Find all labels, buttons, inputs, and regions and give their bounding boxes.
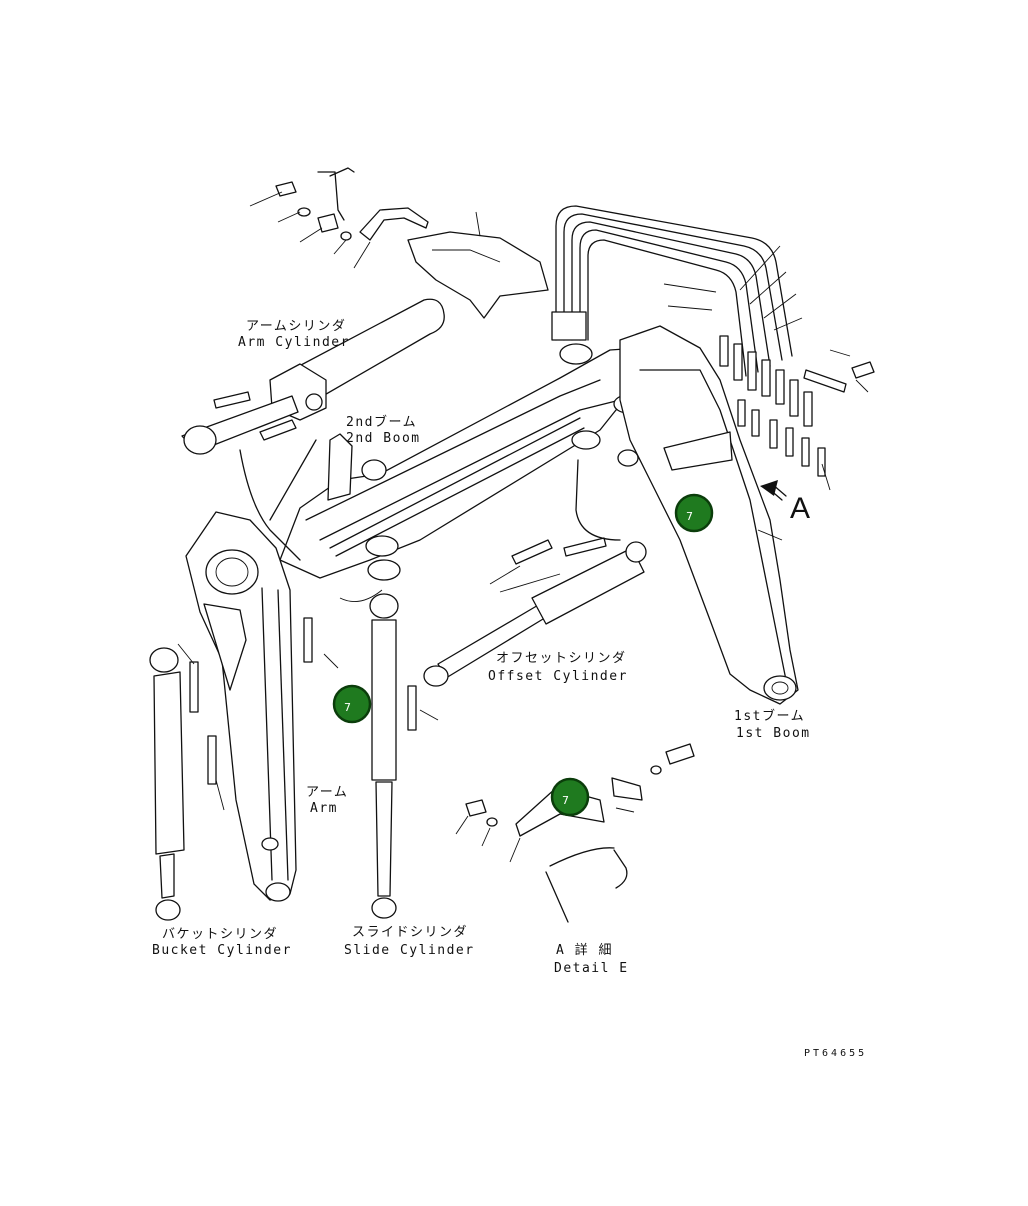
label-arm-cylinder-en: Arm Cylinder [238, 335, 350, 350]
label-arm-en: Arm [310, 801, 338, 816]
label-first-boom-en: 1st Boom [736, 726, 811, 741]
hose-lines-lower [239, 439, 621, 603]
label-detail-jp: A 詳 細 [556, 942, 613, 958]
hose-guard-upper [353, 207, 549, 319]
reference-marker-3-text: 7 [562, 794, 569, 807]
bucket-cylinder [149, 643, 217, 921]
label-second-boom-en: 2nd Boom [346, 431, 421, 446]
fittings-cluster [719, 335, 875, 491]
hose-clamp-top [249, 167, 355, 255]
label-second-boom: 2ndブーム 2nd Boom [346, 414, 421, 446]
arm [185, 511, 297, 902]
label-offset-cylinder-jp: オフセットシリンダ [496, 651, 627, 666]
label-first-boom: 1stブーム 1st Boom [734, 708, 811, 741]
leader-lines [215, 529, 783, 813]
detail-bracket [455, 743, 695, 923]
offset-cylinder [423, 537, 647, 687]
reference-marker-1-text: 7 [686, 510, 693, 523]
reference-marker-3[interactable]: 7 [550, 777, 590, 817]
label-bucket-cylinder-en: Bucket Cylinder [152, 943, 292, 958]
arm-cylinder [181, 298, 445, 455]
label-offset-cylinder-en: Offset Cylinder [488, 669, 628, 684]
label-slide-cylinder-jp: スライドシリンダ [352, 925, 468, 940]
label-slide-cylinder: スライドシリンダ Slide Cylinder [344, 925, 475, 958]
label-first-boom-jp: 1stブーム [734, 708, 805, 724]
reference-marker-2-text: 7 [344, 701, 351, 714]
label-slide-cylinder-en: Slide Cylinder [344, 943, 475, 958]
label-bucket-cylinder-jp: バケットシリンダ [162, 927, 278, 942]
label-arm-cylinder: アームシリンダ Arm Cylinder [238, 319, 350, 350]
reference-marker-1[interactable]: 7 [674, 493, 714, 533]
label-arm: アーム Arm [306, 785, 348, 816]
drawing-code: PT64655 [804, 1048, 867, 1059]
label-arm-jp: アーム [306, 785, 348, 800]
label-arm-cylinder-jp: アームシリンダ [246, 319, 346, 334]
label-detail-en: Detail E [554, 961, 629, 976]
hose-bundle [551, 205, 803, 377]
label-detail: A 詳 細 Detail E [554, 942, 629, 976]
slide-cylinder [303, 593, 417, 919]
reference-marker-2[interactable]: 7 [332, 684, 372, 724]
label-bucket-cylinder: バケットシリンダ Bucket Cylinder [152, 927, 292, 958]
label-offset-cylinder: オフセットシリンダ Offset Cylinder [488, 651, 628, 684]
label-second-boom-jp: 2ndブーム [346, 414, 417, 430]
view-arrow: A [760, 480, 810, 525]
view-letter-a: A [790, 492, 810, 525]
